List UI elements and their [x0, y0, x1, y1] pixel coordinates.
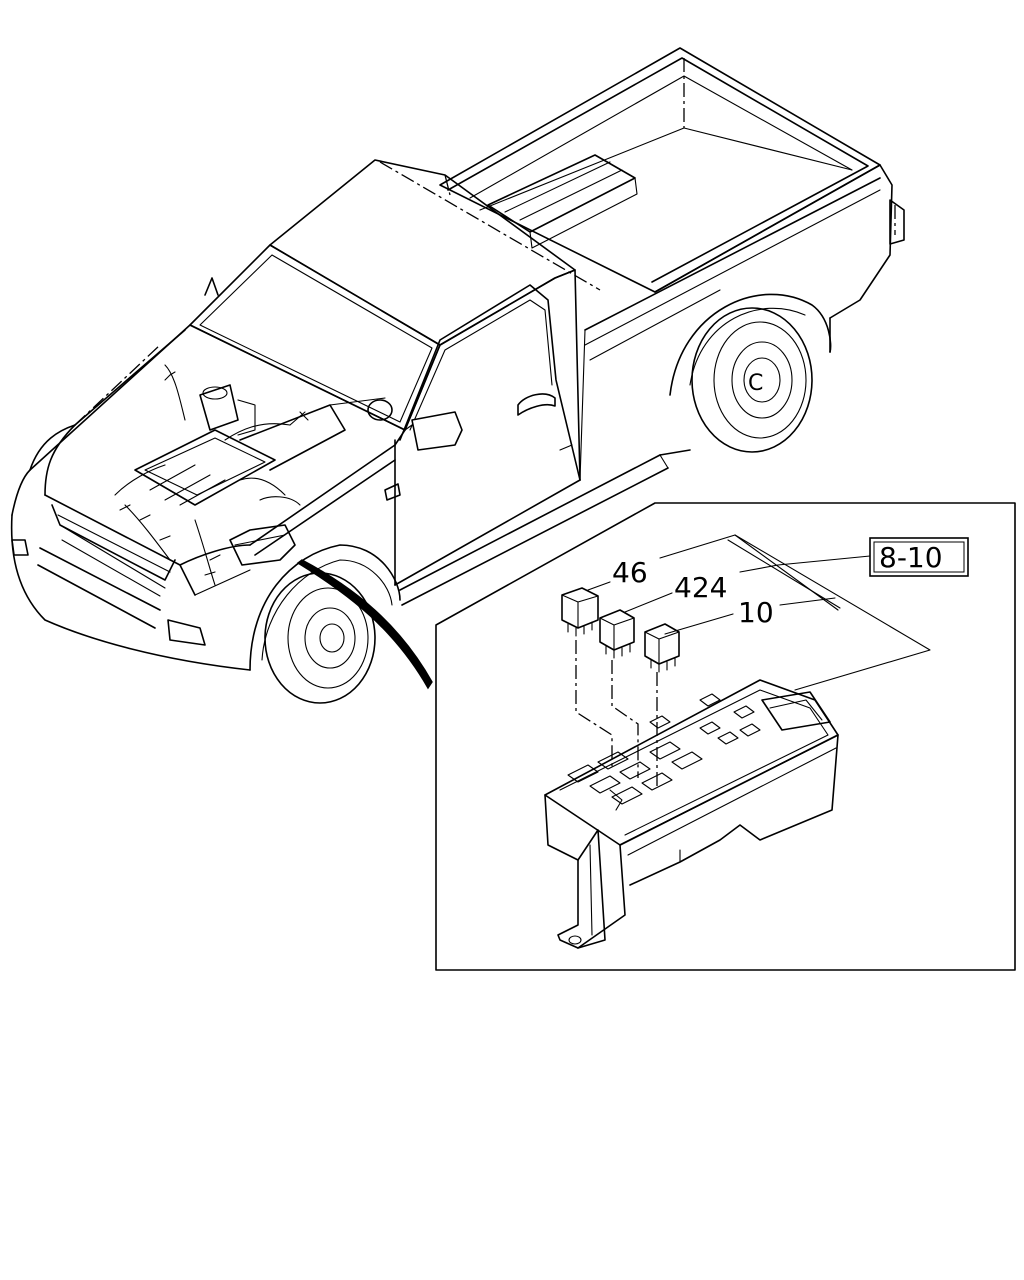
- relay-424: [599, 609, 635, 659]
- cargo-bed: [439, 47, 905, 456]
- reference-box: 8-10: [869, 537, 969, 577]
- insertion-lines: [575, 640, 658, 790]
- callout-46: 46: [612, 556, 648, 589]
- engine-bay: [29, 324, 406, 586]
- rear-wheel: C: [669, 293, 832, 453]
- relay-sockets: [567, 693, 761, 811]
- detail-leader-swoosh: [296, 559, 433, 690]
- callout-leaders: [587, 534, 931, 691]
- relay-46: [561, 587, 599, 637]
- front-bumper-grille: [10, 424, 251, 671]
- reference-label: 8-10: [879, 541, 943, 574]
- relay-10: [644, 623, 680, 673]
- front-wheel: [249, 444, 401, 704]
- pickup-truck-illustration: C: [10, 47, 905, 704]
- callout-424: 424: [674, 571, 727, 604]
- detail-inset-border: [435, 502, 1016, 971]
- relay-fuse-box: [544, 679, 839, 949]
- callout-10: 10: [738, 596, 774, 629]
- svg-text:C: C: [748, 371, 763, 396]
- cab: [189, 159, 669, 606]
- detail-inset: 46 424 10 8-10: [435, 502, 1016, 971]
